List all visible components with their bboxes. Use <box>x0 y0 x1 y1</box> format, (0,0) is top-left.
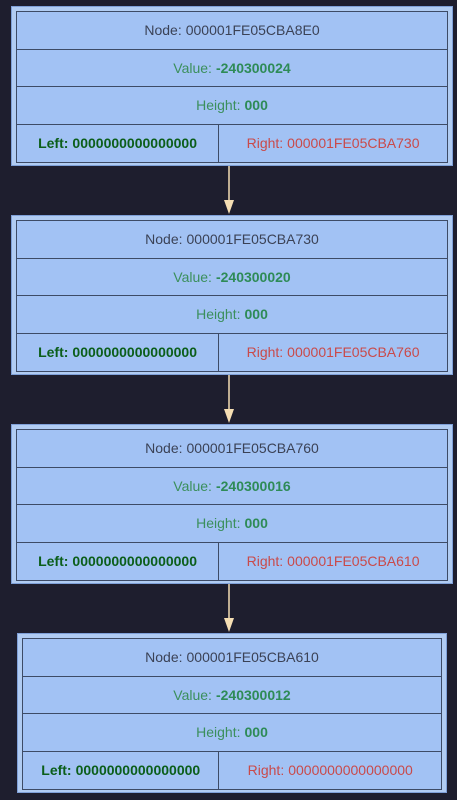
node-label: Node: <box>145 231 183 248</box>
node-value: -240300016 <box>215 477 291 494</box>
node-height-row: Height: 000 <box>17 87 447 125</box>
node-record: Node: 000001FE05CBA8E0 Value: -240300024… <box>16 11 448 163</box>
node-value-row: Value: -240300012 <box>23 677 441 714</box>
node-label: Node: <box>144 22 182 39</box>
right-label: Right: <box>246 344 284 361</box>
height-label: Height: <box>196 306 241 323</box>
tree-node: Node: 000001FE05CBA730 Value: -240300020… <box>11 215 453 375</box>
height-label: Height: <box>196 515 241 532</box>
node-label: Node: <box>145 440 183 457</box>
value-label: Value: <box>173 686 212 703</box>
node-address: 000001FE05CBA730 <box>186 231 319 248</box>
node-value: -240300020 <box>215 268 291 285</box>
right-pointer: 000001FE05CBA730 <box>287 135 420 152</box>
node-address: 000001FE05CBA760 <box>186 440 319 457</box>
node-value-row: Value: -240300016 <box>17 468 447 505</box>
node-address-row: Node: 000001FE05CBA760 <box>17 430 447 468</box>
left-child-cell: Left: 0000000000000000 <box>23 751 220 789</box>
right-pointer: 0000000000000000 <box>288 762 413 779</box>
arrowhead-icon <box>224 409 234 423</box>
node-height: 000 <box>244 724 268 741</box>
node-height-row: Height: 000 <box>23 714 441 752</box>
left-label: Left: <box>38 344 69 361</box>
left-child-cell: Left: 0000000000000000 <box>17 542 220 580</box>
node-value: -240300012 <box>215 686 291 703</box>
left-label: Left: <box>38 135 69 152</box>
tree-node: Node: 000001FE05CBA760 Value: -240300016… <box>11 424 453 584</box>
right-label: Right: <box>246 135 284 152</box>
node-address-row: Node: 000001FE05CBA730 <box>17 221 447 259</box>
left-label: Left: <box>38 553 69 570</box>
node-height: 000 <box>244 97 268 114</box>
node-address: 000001FE05CBA610 <box>186 649 319 666</box>
node-value-row: Value: -240300020 <box>17 259 447 296</box>
node-address-row: Node: 000001FE05CBA610 <box>23 639 441 677</box>
left-child-cell: Left: 0000000000000000 <box>17 124 220 162</box>
right-child-cell: Right: 000001FE05CBA610 <box>219 543 447 581</box>
node-children-row: Left: 0000000000000000 Right: 000001FE05… <box>17 542 447 581</box>
arrowhead-icon <box>224 200 234 214</box>
node-children-row: Left: 0000000000000000 Right: 000001FE05… <box>17 124 447 163</box>
node-children-row: Left: 0000000000000000 Right: 0000000000… <box>23 751 441 790</box>
node-value-row: Value: -240300024 <box>17 50 447 87</box>
value-label: Value: <box>173 268 212 285</box>
height-label: Height: <box>196 724 241 741</box>
right-child-cell: Right: 000001FE05CBA730 <box>219 125 447 163</box>
node-children-row: Left: 0000000000000000 Right: 000001FE05… <box>17 333 447 372</box>
node-label: Node: <box>145 649 183 666</box>
right-label: Right: <box>246 553 284 570</box>
arrowhead-icon <box>224 618 234 632</box>
node-record: Node: 000001FE05CBA760 Value: -240300016… <box>16 429 448 581</box>
left-child-cell: Left: 0000000000000000 <box>17 333 220 371</box>
left-pointer: 0000000000000000 <box>72 135 197 152</box>
value-label: Value: <box>173 477 212 494</box>
node-height-row: Height: 000 <box>17 505 447 543</box>
left-pointer: 0000000000000000 <box>72 553 197 570</box>
node-height: 000 <box>244 306 268 323</box>
height-label: Height: <box>196 97 241 114</box>
tree-node: Node: 000001FE05CBA610 Value: -240300012… <box>17 633 447 793</box>
node-height-row: Height: 000 <box>17 296 447 334</box>
right-pointer: 000001FE05CBA760 <box>287 344 420 361</box>
right-pointer: 000001FE05CBA610 <box>287 553 420 570</box>
right-label: Right: <box>247 762 285 779</box>
node-record: Node: 000001FE05CBA610 Value: -240300012… <box>22 638 442 790</box>
left-pointer: 0000000000000000 <box>72 344 197 361</box>
node-record: Node: 000001FE05CBA730 Value: -240300020… <box>16 220 448 372</box>
left-pointer: 0000000000000000 <box>75 762 201 779</box>
node-height: 000 <box>244 515 268 532</box>
value-label: Value: <box>173 59 212 76</box>
right-child-cell: Right: 000001FE05CBA760 <box>219 334 447 372</box>
left-label: Left: <box>41 762 72 779</box>
node-address-row: Node: 000001FE05CBA8E0 <box>17 12 447 50</box>
right-child-cell: Right: 0000000000000000 <box>219 752 441 790</box>
node-address: 000001FE05CBA8E0 <box>185 22 320 39</box>
tree-node: Node: 000001FE05CBA8E0 Value: -240300024… <box>11 6 453 166</box>
node-value: -240300024 <box>215 59 291 76</box>
